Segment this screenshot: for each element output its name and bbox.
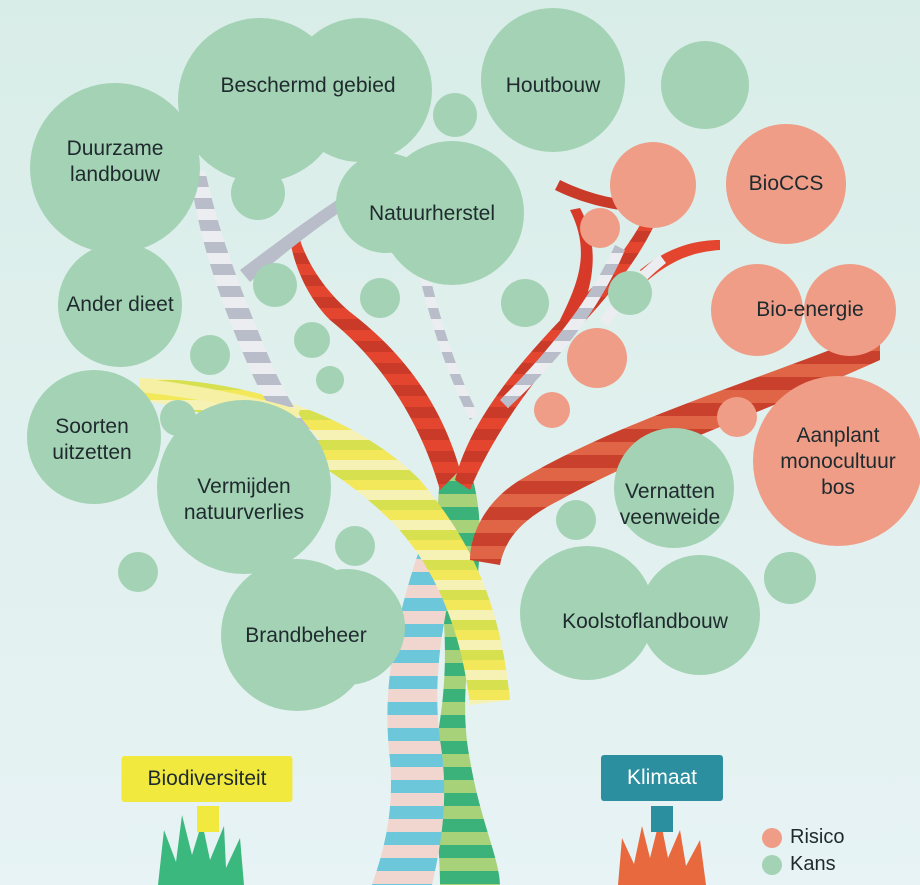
legend-item-kans: Kans — [762, 851, 844, 878]
label-beschermd-gebied: Beschermd gebied — [220, 74, 396, 97]
label-houtbouw: Houtbouw — [505, 74, 601, 97]
label-brandbeheer: Brandbeheer — [245, 624, 367, 647]
kans-bubbles — [27, 8, 816, 711]
grass-biodiversiteit — [158, 815, 244, 885]
risico-bubbles — [534, 124, 920, 546]
label-bio-energie: Bio-energie — [756, 298, 864, 321]
sign-biodiversiteit: Biodiversiteit — [121, 756, 293, 802]
label-duurzame-landbouw: Duurzame landbouw — [66, 137, 164, 186]
kans-swatch — [762, 854, 782, 875]
legend-label-risico: Risico — [790, 826, 845, 848]
legend: Risico Kans — [762, 824, 844, 878]
sign-post-klimaat — [651, 806, 673, 832]
risico-swatch — [762, 827, 782, 848]
sign-klimaat: Klimaat — [600, 755, 724, 801]
label-natuurherstel: Natuurherstel — [368, 202, 496, 225]
grass-klimaat — [618, 818, 706, 885]
label-aanplant-monocultuur-bos: Aanplant monocultuur bos — [780, 424, 896, 499]
label-koolstoflandbouw: Koolstoflandbouw — [562, 610, 728, 633]
label-soorten-uitzetten: Soorten uitzetten — [52, 415, 132, 464]
label-bioccs: BioCCS — [748, 172, 824, 195]
label-vermijden-natuurverlies: Vermijden natuurverlies — [183, 475, 305, 524]
legend-label-kans: Kans — [790, 853, 836, 875]
tree-trunk — [140, 170, 880, 885]
legend-item-risico: Risico — [762, 824, 844, 851]
sign-post-biodiversiteit — [197, 806, 219, 832]
label-vernatten-veenweide: Vernatten veenweide — [619, 480, 721, 529]
label-ander-dieet: Ander dieet — [66, 293, 174, 316]
